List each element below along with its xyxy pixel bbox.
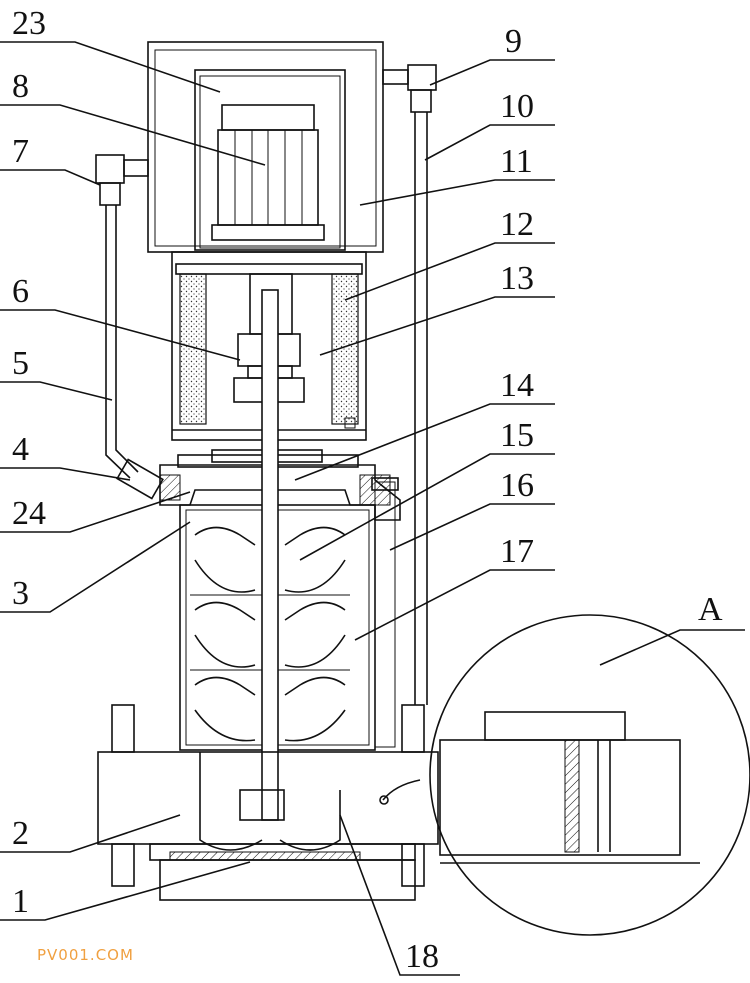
label-10: 10 <box>500 88 534 125</box>
label-8: 8 <box>12 68 29 105</box>
label-3: 3 <box>12 575 29 612</box>
shaft <box>261 289 279 821</box>
label-12: 12 <box>500 206 534 243</box>
watermark: PV001.COM <box>37 946 134 964</box>
pipes <box>95 64 437 705</box>
pump-barrel <box>179 477 399 751</box>
motor-housing <box>147 41 384 253</box>
impeller-stages <box>190 526 350 742</box>
label-2: 2 <box>12 815 29 852</box>
label-1: 1 <box>12 883 29 920</box>
label-16: 16 <box>500 467 534 504</box>
label-24: 24 <box>12 495 46 532</box>
label-13: 13 <box>500 260 534 297</box>
label-17: 17 <box>500 533 534 570</box>
label-7: 7 <box>12 133 29 170</box>
label-5: 5 <box>12 345 29 382</box>
leader-lines <box>0 41 745 976</box>
label-a: A <box>698 591 723 628</box>
motor <box>211 104 325 241</box>
label-6: 6 <box>12 273 29 310</box>
label-18: 18 <box>405 938 439 975</box>
pump-base <box>97 704 439 901</box>
detail-circle-a <box>429 614 750 936</box>
label-23: 23 <box>12 5 46 42</box>
label-11: 11 <box>500 143 533 180</box>
label-9: 9 <box>505 23 522 60</box>
label-15: 15 <box>500 417 534 454</box>
label-14: 14 <box>500 367 534 404</box>
label-4: 4 <box>12 431 29 468</box>
